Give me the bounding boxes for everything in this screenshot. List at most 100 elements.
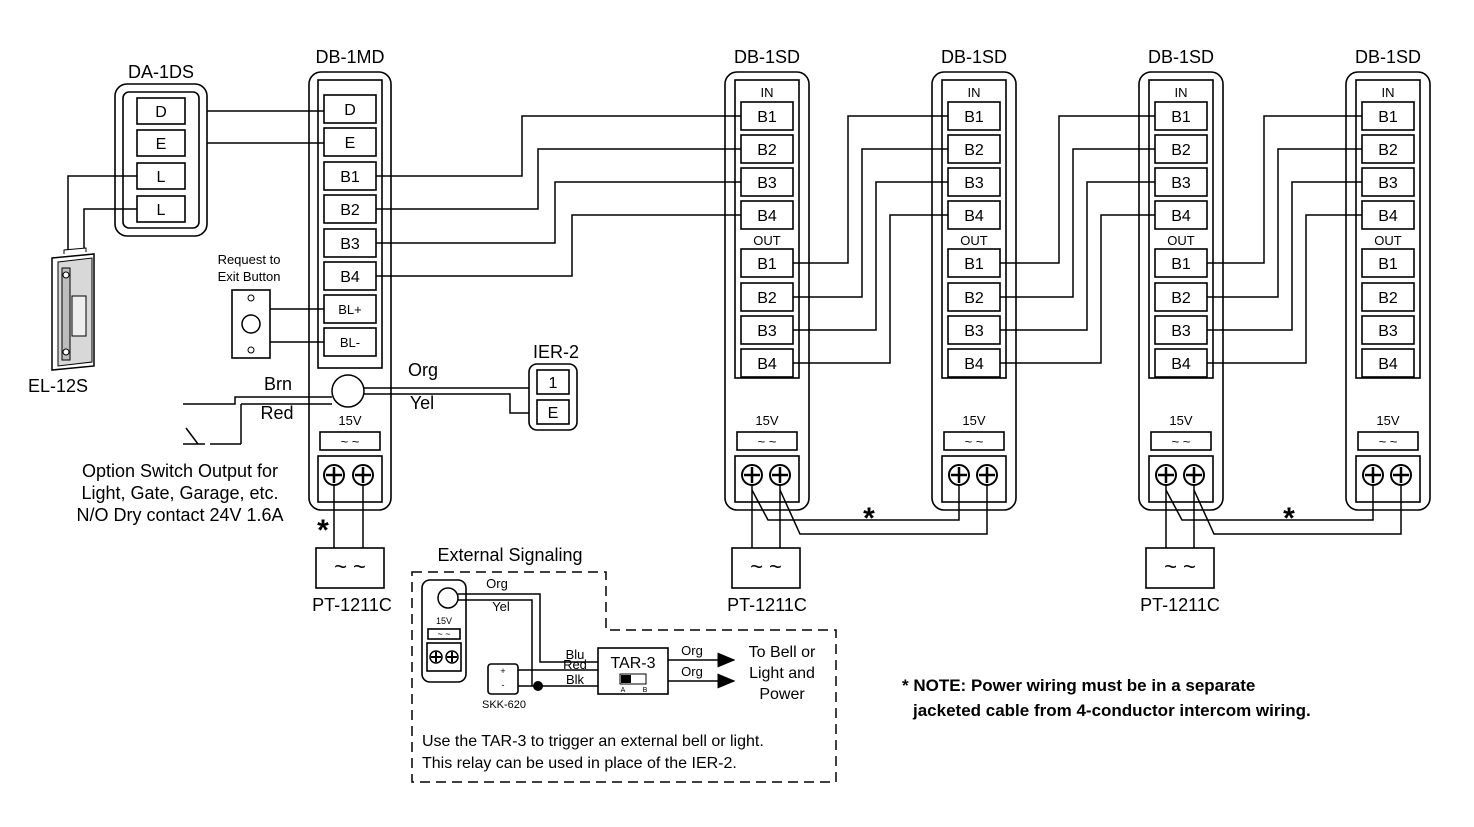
sd-in-terminal: B2 xyxy=(757,142,777,159)
da1ds-terminal-label: E xyxy=(156,136,167,153)
el12s-door-strike: EL-12S xyxy=(28,247,95,396)
db1md-terminal-label: B4 xyxy=(340,269,360,286)
ext-wire-org: Org xyxy=(681,643,703,658)
power-asterisk: * xyxy=(317,514,329,547)
db1sd-label: DB-1SD xyxy=(1355,47,1421,67)
sd-in-terminal: B4 xyxy=(757,208,777,225)
junction-dot xyxy=(533,681,543,691)
pt1211c-transformer-3: ~ ~ PT-1211C xyxy=(1140,547,1220,615)
sd-in-terminal: B1 xyxy=(1378,109,1398,126)
db1md-label: DB-1MD xyxy=(315,47,384,67)
sd-in-terminal: B3 xyxy=(964,175,984,192)
sd-out-terminal: B4 xyxy=(1171,356,1191,373)
sd-in-terminal: B4 xyxy=(1171,208,1191,225)
skk620-power-supply xyxy=(487,663,519,695)
db1md-terminal-label: BL- xyxy=(340,335,360,350)
to-bell-text: Light and xyxy=(749,665,815,682)
external-signaling-title: External Signaling xyxy=(437,545,582,565)
power-note: * NOTE: Power wiring must be in a separa… xyxy=(902,676,1255,695)
sd-in-terminal: B2 xyxy=(1171,142,1191,159)
db1md-voltage: 15V xyxy=(338,413,361,428)
sd-out-terminal: B4 xyxy=(757,356,777,373)
pt-label: PT-1211C xyxy=(1140,595,1220,615)
da1ds-terminal-label: L xyxy=(157,202,166,219)
db1md-terminal-label: E xyxy=(345,135,356,152)
sd-ac-marks: ~ ~ xyxy=(1379,434,1398,449)
ext-wire-org: Org xyxy=(486,576,508,591)
sd-in-label: IN xyxy=(968,85,981,100)
sd-voltage: 15V xyxy=(962,413,985,428)
sd-out-terminal: B3 xyxy=(964,323,984,340)
sd-in-terminal: B2 xyxy=(964,142,984,159)
ext-wire-blu: Blu xyxy=(566,647,585,662)
da1ds-terminal-l1 xyxy=(136,162,186,190)
pt-label: PT-1211C xyxy=(312,595,392,615)
tar3-label: TAR-3 xyxy=(610,655,655,672)
sd-in-terminal: B3 xyxy=(1378,175,1398,192)
da1ds-terminal-d xyxy=(136,97,186,125)
db1md-terminal-label: D xyxy=(344,102,356,119)
option-text: N/O Dry contact 24V 1.6A xyxy=(76,505,283,525)
to-bell-text: Power xyxy=(759,686,805,703)
request-exit-label: Request to xyxy=(218,252,281,267)
sd-in-terminal: B2 xyxy=(1378,142,1398,159)
request-to-exit-button xyxy=(231,289,271,359)
db1sd-module-2: DB-1SD IN B1 B2 B3 B4 OUT B1 B2 B3 B4 15… xyxy=(931,47,1017,511)
tar3-relay xyxy=(597,647,669,695)
sd-in-terminal: B4 xyxy=(1378,208,1398,225)
sd-out-terminal: B1 xyxy=(1378,256,1398,273)
sd-out-terminal: B4 xyxy=(964,356,984,373)
sd-out-terminal: B3 xyxy=(1378,323,1398,340)
ext-description: This relay can be used in place of the I… xyxy=(422,755,737,772)
ier2-terminal-label: 1 xyxy=(549,375,558,392)
db1md-terminal-d xyxy=(323,94,377,124)
db1sd-label: DB-1SD xyxy=(941,47,1007,67)
sd-in-terminal: B3 xyxy=(1171,175,1191,192)
el12s-label: EL-12S xyxy=(28,376,88,396)
db1sd-module-4: DB-1SD IN B1 B2 B3 B4 OUT B1 B2 B3 B4 15… xyxy=(1345,47,1431,511)
db1md-terminal-label: B3 xyxy=(340,236,360,253)
request-exit-label: Exit Button xyxy=(218,269,281,284)
sd-ac-marks: ~ ~ xyxy=(758,434,777,449)
ier2-label: IER-2 xyxy=(533,342,579,362)
sd-in-label: IN xyxy=(1175,85,1188,100)
to-bell-text: To Bell or xyxy=(749,644,816,661)
wire-label-brn: Brn xyxy=(264,374,292,394)
sd-out-terminal: B1 xyxy=(1171,256,1191,273)
db1md-module: DB-1MD D E B1 B2 B3 B4 BL+ BL- 15V ~ ~ xyxy=(308,47,392,511)
sd-out-terminal: B2 xyxy=(1378,290,1398,307)
sd-in-terminal: B4 xyxy=(964,208,984,225)
db1sd-label: DB-1SD xyxy=(734,47,800,67)
sd-in-label: IN xyxy=(1382,85,1395,100)
db1md-terminal-b4 xyxy=(323,261,377,291)
db1md-terminal-e xyxy=(323,127,377,157)
transformer-ac-marks: ~ ~ xyxy=(1164,554,1196,579)
power-asterisk: * xyxy=(863,502,875,535)
transformer-ac-marks: ~ ~ xyxy=(334,554,366,579)
tar3-switch-a: A xyxy=(621,687,626,694)
ext-wire-red: Red xyxy=(563,657,587,672)
sd-ac-marks: ~ ~ xyxy=(965,434,984,449)
sd-out-terminal: B2 xyxy=(757,290,777,307)
sd-out-label: OUT xyxy=(960,233,988,248)
wire-label-red: Red xyxy=(260,403,293,423)
option-text: Light, Gate, Garage, etc. xyxy=(81,483,278,503)
sd-out-terminal: B4 xyxy=(1378,356,1398,373)
db1md-terminal-b2 xyxy=(323,194,377,224)
transformer-ac-marks: ~ ~ xyxy=(750,554,782,579)
sd-out-terminal: B2 xyxy=(1171,290,1191,307)
pt1211c-transformer-2: ~ ~ PT-1211C xyxy=(727,547,807,615)
sd-ac-marks: ~ ~ xyxy=(1172,434,1191,449)
sd-out-terminal: B3 xyxy=(757,323,777,340)
sd-out-terminal: B2 xyxy=(964,290,984,307)
sd-out-label: OUT xyxy=(1374,233,1402,248)
ext-wire-blk: Blk xyxy=(566,672,585,687)
sd-in-terminal: B1 xyxy=(1171,109,1191,126)
da1ds-terminal-label: D xyxy=(155,104,167,121)
ext-wire-yel: Yel xyxy=(492,599,510,614)
ext-wire-org: Org xyxy=(681,664,703,679)
sd-out-terminal: B1 xyxy=(964,256,984,273)
ext-voltage: 15V xyxy=(436,616,452,626)
db1md-terminal-bl-plus xyxy=(323,294,377,324)
